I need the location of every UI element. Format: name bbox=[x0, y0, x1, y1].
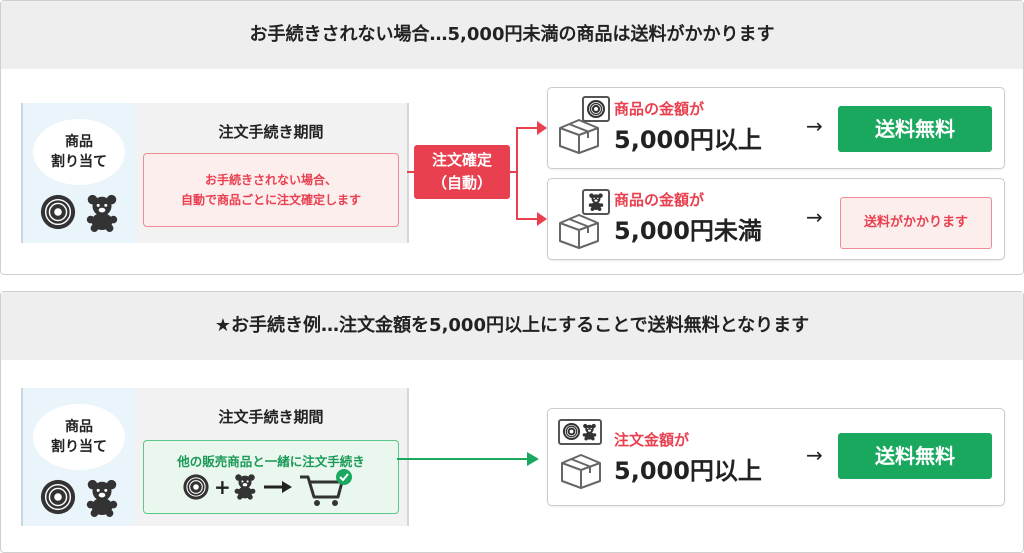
auto-confirm-note: お手続きされない場合、 自動で商品ごとに注文確定します bbox=[143, 153, 399, 227]
shipping-fee-badge: 送料がかかります bbox=[840, 197, 992, 249]
confirm-line2: （自動） bbox=[431, 174, 492, 192]
bear-tag bbox=[582, 189, 610, 215]
free-shipping-badge: 送料無料 bbox=[838, 106, 992, 152]
arrow-right-icon: → bbox=[806, 114, 823, 138]
period-title: 注文手続き期間 bbox=[218, 123, 324, 141]
branch-arrows bbox=[407, 121, 547, 226]
amount-label: 注文金額が bbox=[614, 431, 690, 449]
assign-line1: 商品 bbox=[65, 419, 93, 435]
cd-tag bbox=[582, 96, 610, 122]
amount-label: 商品の金額が bbox=[614, 191, 705, 209]
combine-text: 他の販売商品と一緒に注文手続き bbox=[177, 454, 365, 469]
assign-bubble: 商品 割り当て bbox=[33, 119, 125, 185]
confirm-line1: 注文確定 bbox=[431, 151, 492, 169]
cd-icon bbox=[39, 478, 77, 516]
bear-icon bbox=[83, 477, 121, 517]
period-title: 注文手続き期間 bbox=[218, 408, 324, 426]
assign-column: 商品 割り当て bbox=[21, 388, 137, 526]
no-action-panel: お手続きされない場合…5,000円未満の商品は送料がかかります 商品 割り当て … bbox=[0, 0, 1024, 275]
cd-icon bbox=[39, 193, 77, 231]
assign-line1: 商品 bbox=[65, 134, 93, 150]
amount-value: 5,000円未満 bbox=[614, 217, 762, 245]
amount-value: 5,000円以上 bbox=[614, 457, 762, 485]
assign-line2: 割り当て bbox=[51, 439, 107, 455]
item-tag bbox=[558, 419, 602, 445]
flow-arrow bbox=[397, 452, 539, 466]
combine-order-box: 他の販売商品と一緒に注文手続き + bbox=[143, 440, 399, 514]
bear-icon bbox=[232, 472, 258, 500]
assign-line2: 割り当て bbox=[51, 154, 107, 170]
arrow-right-icon bbox=[264, 481, 292, 493]
assign-column: 商品 割り当て bbox=[21, 103, 137, 243]
cart-icon bbox=[300, 469, 352, 506]
auto-note-line2: 自動で商品ごとに注文確定します bbox=[180, 193, 361, 207]
order-period: 注文手続き期間 他の販売商品と一緒に注文手続き + bbox=[135, 388, 409, 526]
cd-icon bbox=[182, 473, 210, 501]
amount-value: 5,000円以上 bbox=[614, 126, 762, 154]
example-panel: ★お手続き例…注文金額を5,000円以上にすることで送料無料となります 商品 割… bbox=[0, 291, 1024, 553]
arrow-right-icon: → bbox=[806, 443, 823, 467]
bear-icon bbox=[83, 192, 121, 232]
arrow-right-icon: → bbox=[806, 205, 823, 229]
box-icon bbox=[558, 449, 604, 489]
plus-sign: + bbox=[214, 475, 231, 499]
cd-icon bbox=[562, 422, 581, 441]
amount-label: 商品の金額が bbox=[614, 100, 705, 118]
order-period: 注文手続き期間 お手続きされない場合、 自動で商品ごとに注文確定します bbox=[135, 103, 409, 243]
bear-icon bbox=[587, 192, 605, 211]
free-shipping-card: 注文金額が 5,000円以上 → 送料無料 bbox=[547, 408, 1005, 506]
box-icon bbox=[556, 209, 602, 249]
assign-bubble: 商品 割り当て bbox=[33, 404, 125, 470]
auto-confirm-badge: 注文確定 （自動） bbox=[414, 145, 510, 199]
panel-title: ★お手続き例…注文金額を5,000円以上にすることで送料無料となります bbox=[1, 292, 1023, 360]
bear-icon bbox=[581, 422, 598, 441]
free-shipping-badge: 送料無料 bbox=[838, 433, 992, 479]
panel-title: お手続きされない場合…5,000円未満の商品は送料がかかります bbox=[1, 1, 1023, 69]
auto-note-line1: お手続きされない場合、 bbox=[204, 173, 337, 187]
cd-icon bbox=[586, 99, 606, 119]
shipping-fee-card: 商品の金額が 5,000円未満 → 送料がかかります bbox=[547, 178, 1005, 260]
free-shipping-card: 商品の金額が 5,000円以上 → 送料無料 bbox=[547, 87, 1005, 169]
